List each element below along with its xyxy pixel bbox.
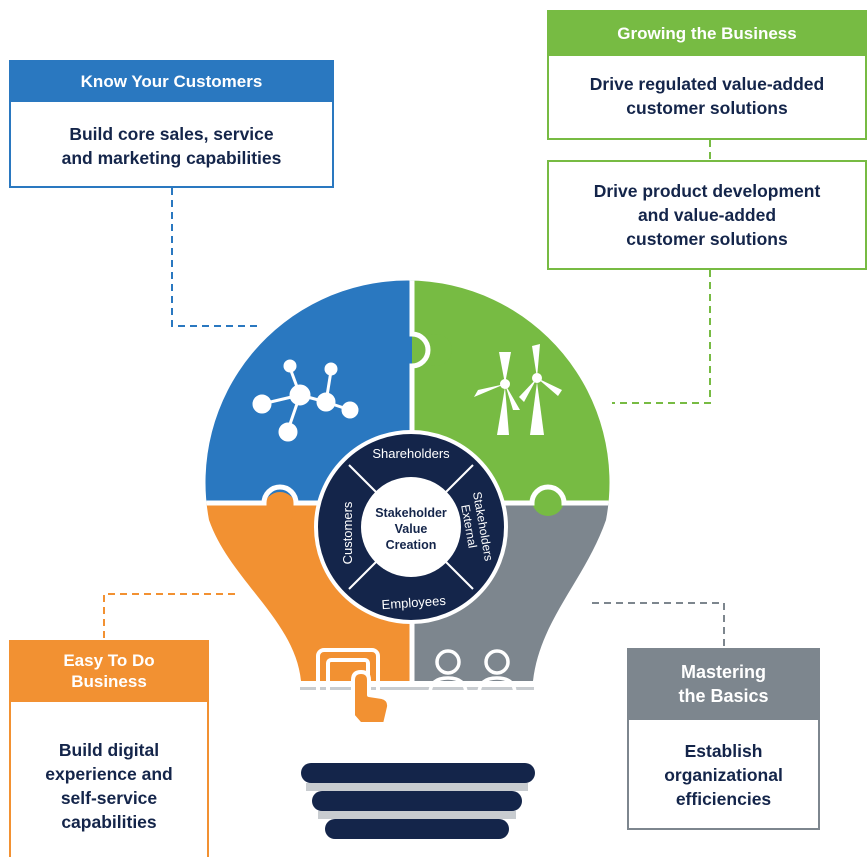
hub-center-line-2: Value — [395, 522, 428, 536]
mastering-basics-line-3: efficiencies — [675, 789, 772, 809]
bulb-base — [300, 682, 535, 839]
mastering-basics-line-1: Establish — [684, 741, 763, 761]
connector-lines — [103, 140, 725, 648]
mastering-basics-header-line-1: Mastering — [680, 662, 767, 682]
growing-item-2-line-3: customer solutions — [626, 229, 788, 249]
easy-business-panel — [9, 702, 209, 857]
growing-business-item-2-text: Drive product development and value-adde… — [549, 164, 865, 266]
mastering-basics-header: Mastering the Basics — [627, 648, 820, 720]
growing-business-item-2 — [547, 160, 867, 270]
growing-item-1-line-2: customer solutions — [626, 98, 788, 118]
connector-orange — [103, 593, 235, 640]
growing-item-2-line-1: Drive product development — [593, 181, 821, 201]
mastering-basics-panel — [627, 720, 820, 830]
growing-business-item-1 — [547, 56, 867, 140]
stakeholder-hub: Shareholders Employees Customers Externa… — [314, 430, 508, 624]
puzzle-knob-orange — [264, 492, 296, 524]
growing-business-item-1-text: Drive regulated value-added customer sol… — [549, 60, 865, 132]
easy-business-line-2: experience and — [45, 764, 173, 784]
know-customers-line-2: and marketing capabilities — [61, 148, 282, 168]
easy-business-header-line-1: Easy To Do — [63, 651, 155, 670]
connector-gray — [592, 602, 725, 648]
hub-segment-left: Customers — [340, 501, 355, 564]
network-icon — [252, 359, 359, 442]
wind-turbine-icon — [474, 344, 562, 435]
connector-blue — [171, 188, 260, 327]
mastering-basics-header-line-2: the Basics — [678, 686, 769, 706]
team-icon — [428, 649, 517, 737]
easy-business-line-4: capabilities — [61, 812, 157, 832]
easy-business-header: Easy To Do Business — [9, 640, 209, 702]
know-customers-header: Know Your Customers — [9, 60, 334, 102]
growing-business-header: Growing the Business — [547, 10, 867, 56]
tablet-touch-icon — [316, 648, 392, 726]
easy-business-line-3: self-service — [60, 788, 158, 808]
hub-segment-top: Shareholders — [372, 446, 450, 461]
easy-business-header-line-2: Business — [71, 672, 147, 691]
hub-center-line-3: Creation — [386, 538, 437, 552]
know-customers-line-1: Build core sales, service — [69, 124, 274, 144]
mastering-basics-line-2: organizational — [664, 765, 783, 785]
hub-center-line-1: Stakeholder — [375, 506, 447, 520]
easy-business-text: Build digital experience and self-servic… — [11, 730, 207, 842]
hub-segment-bottom: Employees — [381, 593, 447, 612]
connector-green — [612, 270, 711, 404]
growing-item-2-line-2: and value-added — [637, 205, 777, 225]
easy-business-line-1: Build digital — [58, 740, 160, 760]
know-customers-text: Build core sales, service and marketing … — [11, 106, 332, 186]
mastering-basics-text: Establish organizational efficiencies — [629, 728, 818, 822]
growing-item-1-line-1: Drive regulated value-added — [589, 74, 825, 94]
